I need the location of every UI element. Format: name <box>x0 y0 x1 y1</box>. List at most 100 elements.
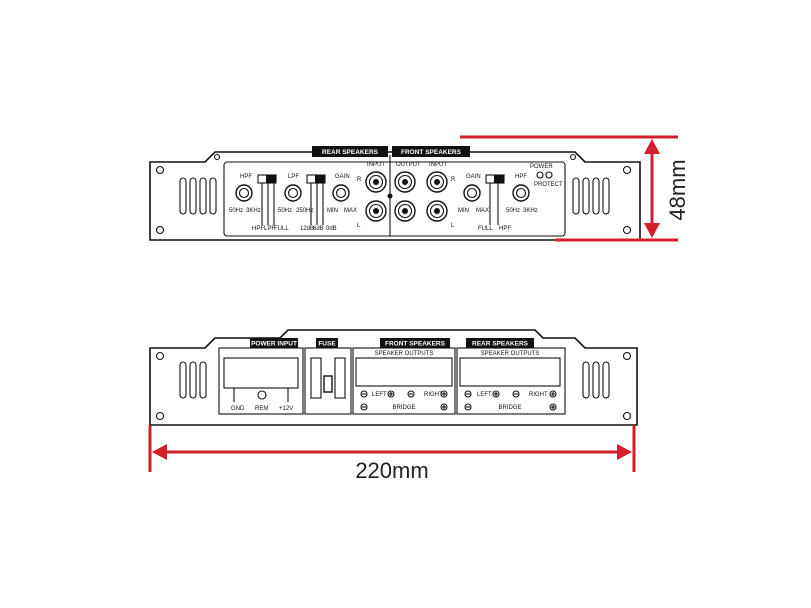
hpf-label: HPF <box>240 174 252 180</box>
boost-6db-label: 6dB <box>313 226 324 232</box>
front-speakers-bottom-label: FRONT SPEAKERS <box>385 341 446 348</box>
bottom-view-amplifier: POWER INPUT GND REM +12V FUSE FRONT SPEA… <box>149 329 638 426</box>
front-bridge-minus-icon <box>360 403 368 411</box>
top-chassis-outline <box>149 151 641 241</box>
rear-terminal-minus-right-icon[interactable] <box>512 390 520 398</box>
top-mount-hole-br <box>622 225 632 235</box>
rear-terminal-window <box>459 357 561 387</box>
rear-bridge-minus-icon <box>464 403 472 411</box>
power-input-label: POWER INPUT <box>251 341 297 348</box>
top-vent-left <box>179 177 217 215</box>
hpf-50hz-label: 50Hz <box>229 208 243 214</box>
power-led-icon <box>536 171 544 179</box>
switch-lpf-label: LPF <box>264 226 275 232</box>
gain-right-knob[interactable] <box>463 184 481 202</box>
rem-terminal-screw-icon[interactable] <box>257 390 267 400</box>
rear-bridge-label: BRIDGE <box>498 405 521 411</box>
bottom-mount-hole-bl <box>155 411 165 421</box>
rear-speakers-bottom-tab <box>466 338 534 348</box>
gain-min-label: MIN <box>327 208 338 214</box>
top-vent-right <box>572 177 610 215</box>
rear-terminal-minus-left-icon[interactable] <box>464 390 472 398</box>
switch-hpf-label: HPF <box>252 226 264 232</box>
rear-terminal-plus-right-icon[interactable] <box>549 390 557 398</box>
switch-full-label: FULL <box>274 226 289 232</box>
rca-input-r[interactable] <box>365 171 387 193</box>
height-arrow-down-icon <box>644 223 660 238</box>
front-speaker-outputs-label: SPEAKER OUTPUTS <box>375 351 434 357</box>
gain-right-label: GAIN <box>466 174 481 180</box>
rear-terminal-plus-left-icon[interactable] <box>492 390 500 398</box>
rear-speaker-outputs-label: SPEAKER OUTPUTS <box>481 351 540 357</box>
height-dimension-label: 48mm <box>665 159 690 220</box>
bottom-vent-left <box>179 361 207 399</box>
front-crossover-switch-thumb <box>494 175 504 183</box>
front-terminal-minus-right-icon[interactable] <box>407 390 415 398</box>
rca-output-l[interactable] <box>394 200 416 222</box>
hpf-right-knob-center <box>515 187 527 199</box>
front-terminal-plus-right-icon[interactable] <box>440 390 448 398</box>
rca-input-right-r[interactable] <box>426 171 448 193</box>
front-terminal-plus-left-icon[interactable] <box>387 390 395 398</box>
input-label: INPUT <box>367 162 385 168</box>
gain-label: GAIN <box>335 174 350 180</box>
gain-knob[interactable] <box>332 184 350 202</box>
lpf-knob[interactable] <box>284 184 302 202</box>
lpf-250hz-label: 250Hz <box>296 208 313 214</box>
gain-right-min-label: MIN <box>458 208 469 214</box>
rca-input-right-l[interactable] <box>426 200 448 222</box>
fuse-slot-left[interactable] <box>310 357 322 399</box>
bottom-vent-right <box>582 361 610 399</box>
rear-bridge-plus-icon <box>549 403 557 411</box>
center-screw <box>387 193 393 199</box>
front-speakers-label: FRONT SPEAKERS <box>401 149 462 156</box>
fuse-slot-right[interactable] <box>334 357 346 399</box>
front-bridge-label: BRIDGE <box>392 405 415 411</box>
rca-output-r[interactable] <box>394 171 416 193</box>
bottom-mount-hole-br <box>622 411 632 421</box>
lpf-50hz-label: 50Hz <box>278 208 292 214</box>
rca-input-l[interactable] <box>365 200 387 222</box>
bottom-mount-hole-tl <box>155 351 165 361</box>
input-r-label: R <box>357 177 362 183</box>
bottom-chassis-outline <box>149 329 638 426</box>
height-arrow-up-icon <box>644 139 660 154</box>
width-dimension: 220mm <box>148 425 636 483</box>
power-terminal-window <box>223 357 299 389</box>
output-label: OUTPUT <box>396 162 421 168</box>
width-arrow-left-icon <box>152 444 167 460</box>
rem-label: REM <box>255 406 268 412</box>
front-hpf-switch-label: HPF <box>499 226 511 232</box>
input-l-label: L <box>357 223 361 229</box>
front-terminal-minus-left-icon[interactable] <box>360 390 368 398</box>
rear-left-label: LEFT <box>477 392 492 398</box>
rear-right-label: RIGHT <box>529 392 548 398</box>
bottom-mount-hole-tr <box>622 351 632 361</box>
front-right-label: RIGHT <box>424 392 443 398</box>
lpf-label: LPF <box>288 174 299 180</box>
front-bridge-plus-icon <box>440 403 448 411</box>
power-led-label: POWER <box>530 164 553 170</box>
fuse-icon[interactable] <box>323 375 333 393</box>
input-right-r-label: R <box>451 177 456 183</box>
rear-speakers-label: REAR SPEAKERS <box>322 149 379 156</box>
input-right-l-label: L <box>451 223 455 229</box>
gain-max-label: MAX <box>344 208 357 214</box>
hpf-3khz-label: 3KHz <box>246 208 261 214</box>
top-mount-hole-tr <box>622 165 632 175</box>
crossover-switch-thumb <box>266 175 276 183</box>
rear-speakers-bottom-label: REAR SPEAKERS <box>472 341 529 348</box>
gain-knob-center <box>335 187 347 199</box>
top-control-panel <box>223 161 566 237</box>
width-arrow-right-icon <box>617 444 632 460</box>
hpf-right-3khz-label: 3KHz <box>523 208 538 214</box>
hpf-right-knob[interactable] <box>512 184 530 202</box>
height-dimension: 48mm <box>460 135 690 242</box>
rear-speakers-tab <box>312 146 388 157</box>
gain-right-knob-center <box>466 187 478 199</box>
hpf-knob[interactable] <box>235 184 253 202</box>
power-input-tab <box>250 338 298 348</box>
boost-0db-label: 0dB <box>326 226 337 232</box>
